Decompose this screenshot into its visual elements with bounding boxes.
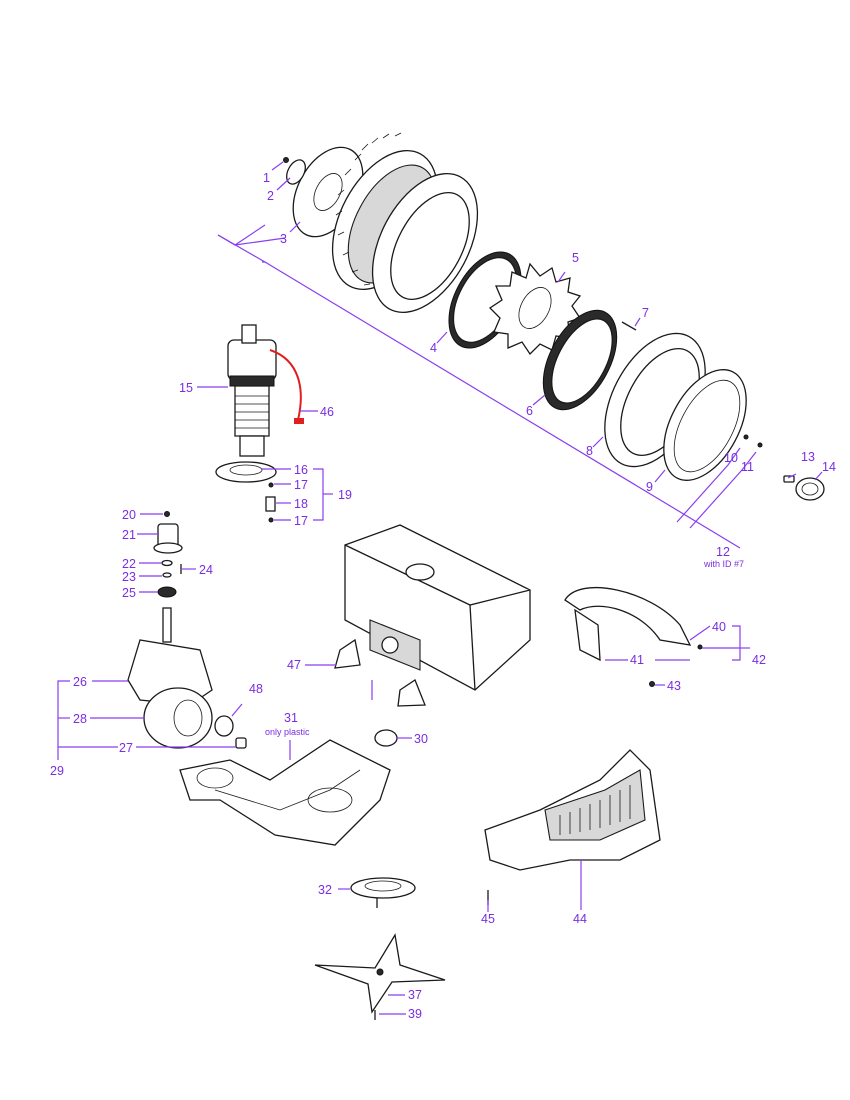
callout-47: 47 [287,658,301,672]
callout-3: 3 [280,232,287,246]
callout-7: 7 [642,306,649,320]
callout-6: 6 [526,404,533,418]
rear-fender [564,587,703,687]
callout-4: 4 [430,341,437,355]
main-housing [334,524,531,747]
note-only-plastic: only plastic [265,727,310,737]
callout-17-lower: 17 [294,514,308,528]
note-with-id-7: with ID #7 [703,559,744,569]
callout-41: 41 [630,653,644,667]
front-cover [484,749,661,905]
callout-14: 14 [822,460,836,474]
callout-40: 40 [712,620,726,634]
callout-21: 21 [122,528,136,542]
callout-27: 27 [119,741,133,755]
callout-15: 15 [179,381,193,395]
callout-42: 42 [752,653,766,667]
callout-24: 24 [199,563,213,577]
callout-28: 28 [73,712,87,726]
callout-26: 26 [73,675,87,689]
wheel-assembly [283,132,825,501]
callout-30: 30 [414,732,428,746]
drive-unit [127,511,247,749]
callout-48: 48 [249,682,263,696]
callout-13: 13 [801,450,815,464]
callout-20: 20 [122,508,136,522]
callout-11: 11 [741,460,754,474]
callout-9: 9 [646,480,653,494]
callout-44: 44 [573,912,587,926]
callout-46: 46 [320,405,334,419]
callout-25: 25 [122,586,136,600]
callout-labels: 1 2 3 4 5 6 7 8 9 10 11 12 with ID #7 13… [50,171,836,1021]
callout-31: 31 [284,711,298,725]
callout-18: 18 [294,497,308,511]
callout-39: 39 [408,1007,422,1021]
callout-2: 2 [267,189,274,203]
callout-8: 8 [586,444,593,458]
callout-29: 29 [50,764,64,778]
callout-1: 1 [263,171,270,185]
callout-5: 5 [572,251,579,265]
callout-16: 16 [294,463,308,477]
callout-10: 10 [724,451,738,465]
callout-45: 45 [481,912,495,926]
chassis [179,739,416,908]
callout-19: 19 [338,488,352,502]
callout-12: 12 [716,545,730,559]
blade [314,933,446,1020]
callout-22: 22 [122,557,136,571]
callout-32: 32 [318,883,332,897]
leader-lines [57,161,823,1015]
callout-37: 37 [408,988,422,1002]
motor-column [215,324,304,523]
callout-23: 23 [122,570,136,584]
callout-43: 43 [667,679,681,693]
callout-17-upper: 17 [294,478,308,492]
